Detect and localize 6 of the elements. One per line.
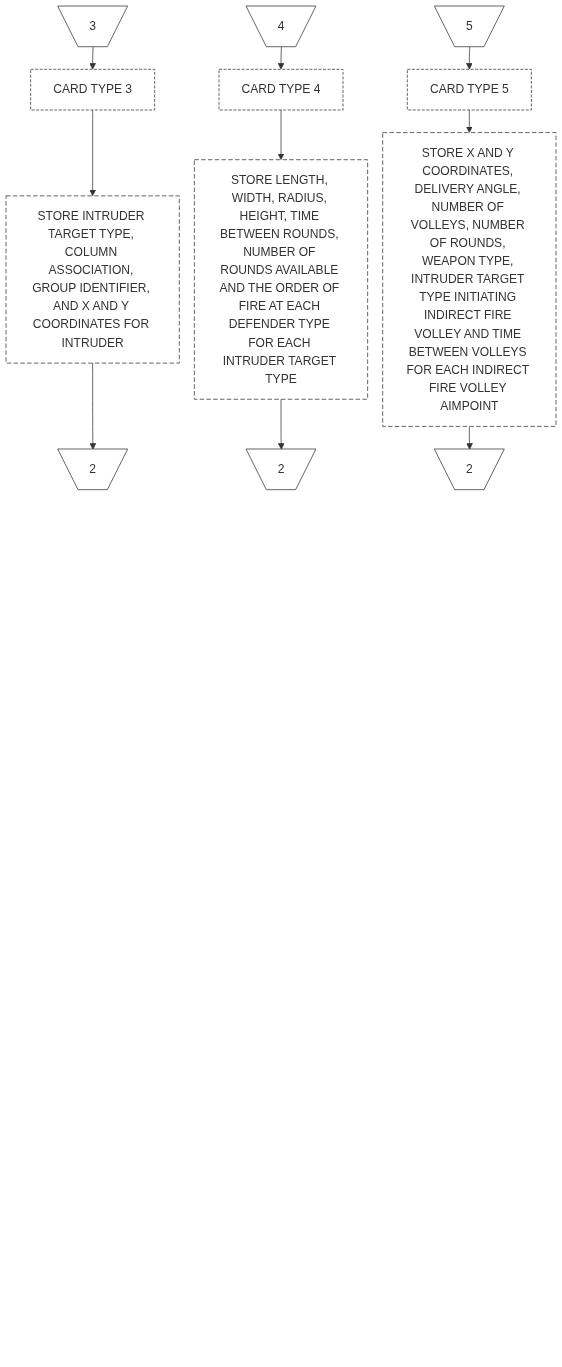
node-box: STORE LENGTH, WIDTH, RADIUS, HEIGHT, TIME BETWEEN ROUNDS, NUMBER OF ROUNDS AVAILABLE AND THE ORDER OF FIRE AT EACH DEFENDER TYPE FOR EACH INTRUDER TARGET TYPE [194, 159, 368, 400]
node-box: CARD TYPE 4 [218, 68, 344, 111]
node-box: CARD TYPE 5 [406, 68, 532, 111]
node-box: STORE X AND Y COORDINATES, DELIVERY ANGLE, NUMBER OF VOLLEYS, NUMBER OF ROUNDS, WEAPON TYPE, INTRUDER TARGET TYPE INITIATING INDIRECT FIRE VOLLEY AND TIME BETWEEN VOLLEYS FOR EACH INDIRECT FIRE VOLLEY AIMPOINT [382, 132, 557, 427]
node-box: STORE INTRUDER TARGET TYPE, COLUMN ASSOCIATION, GROUP IDENTIFIER, AND X AND Y COORDINATES FOR INTRUDER [5, 195, 180, 364]
node-box: CARD TYPE 3 [30, 68, 156, 111]
